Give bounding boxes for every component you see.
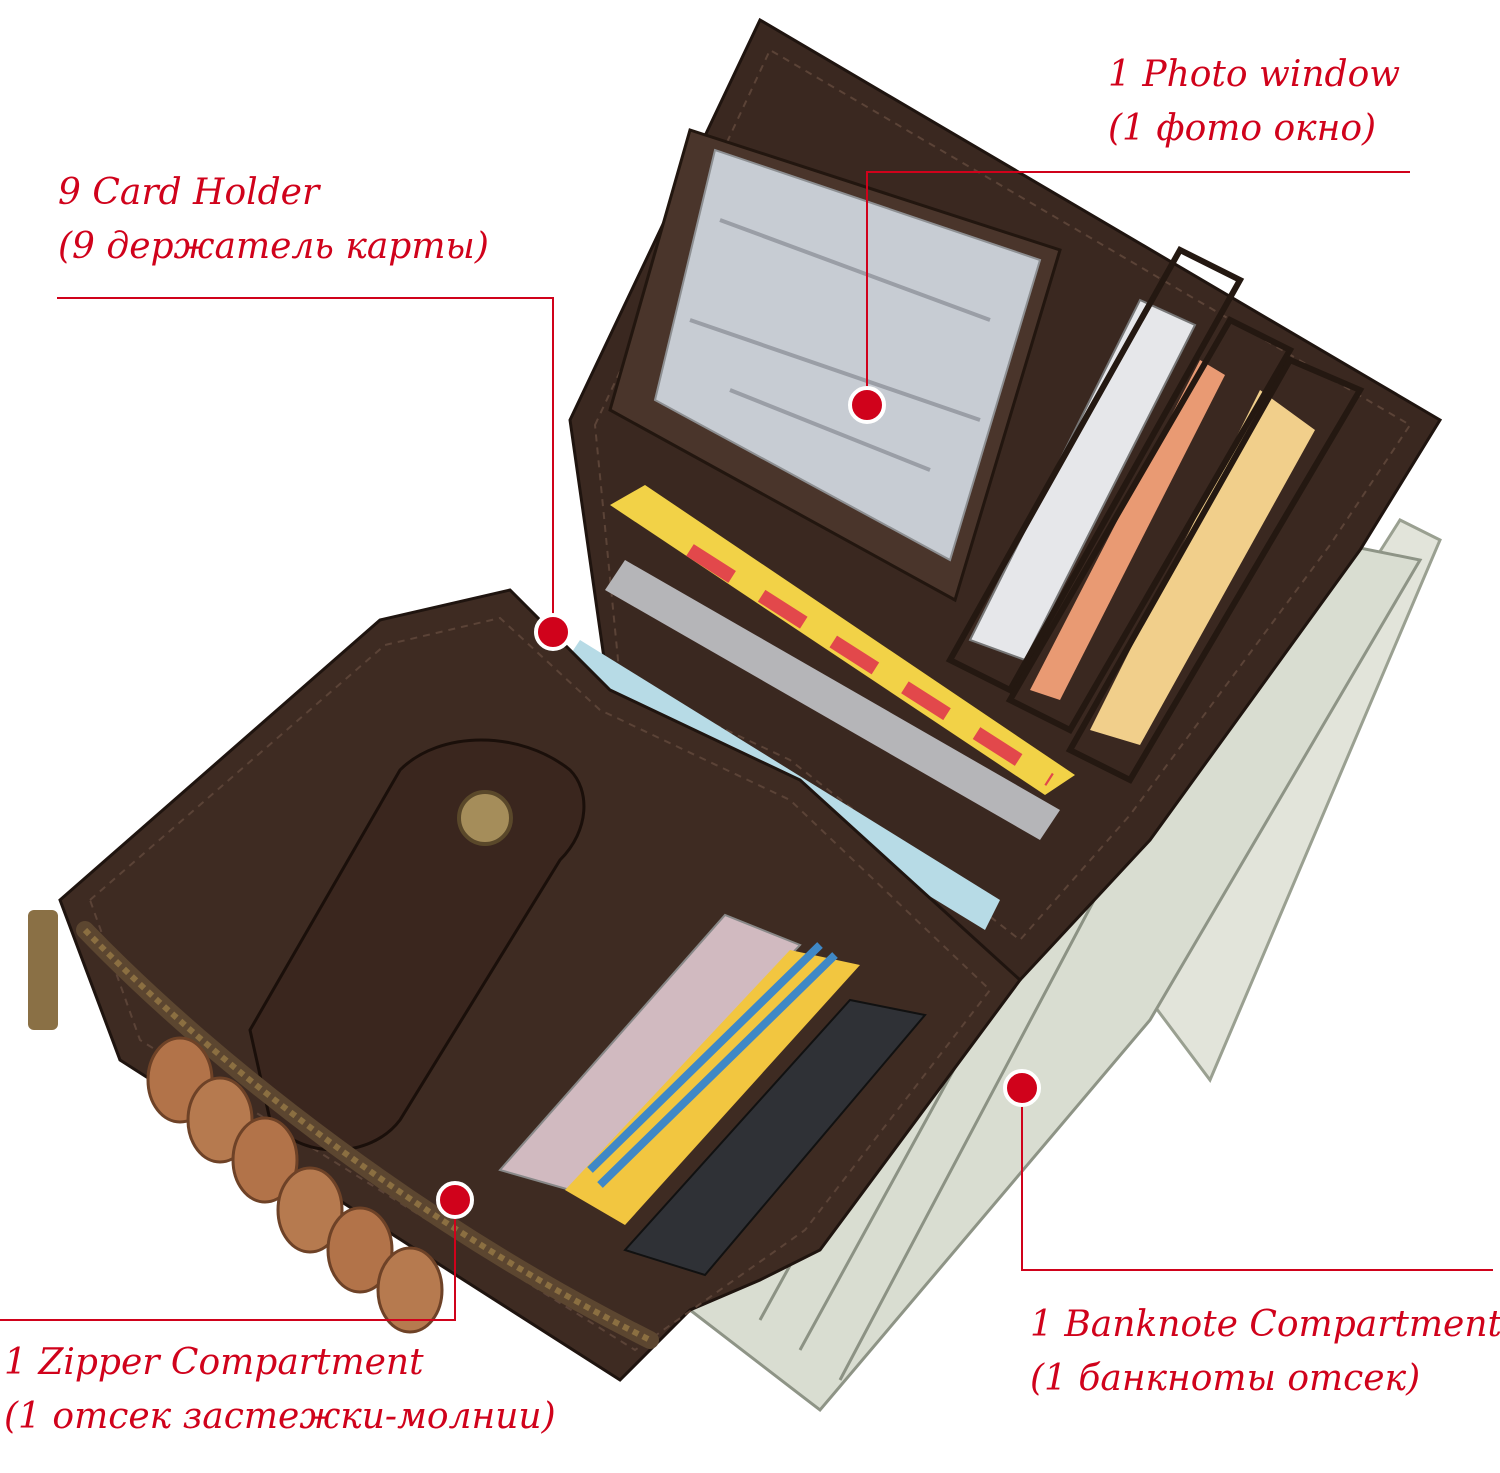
zipper-teeth — [82, 927, 652, 1343]
banknote-dot — [1003, 1069, 1041, 1107]
photo-window-image — [653, 148, 1042, 562]
banknote-label: 1 Banknote Compartment (1 банкноты отсек… — [1030, 1298, 1500, 1406]
banknote-label-ru: (1 банкноты отсек) — [1030, 1358, 1421, 1399]
coins — [146, 1036, 444, 1334]
card-holder-label: 9 Card Holder (9 держатель карты) — [58, 166, 489, 274]
photo-window-label-en: 1 Photo window — [1108, 54, 1401, 95]
card-slots-right — [945, 246, 1365, 784]
zipper-label-ru: (1 отсек застежки-молнии) — [4, 1396, 556, 1437]
wallet-front-stitching — [88, 616, 992, 1352]
zipper-pull — [28, 910, 58, 1030]
zipper-label: 1 Zipper Compartment (1 отсек застежки-м… — [4, 1336, 556, 1444]
callout-dots — [436, 386, 1041, 1219]
zipper-dot — [436, 1181, 474, 1219]
banknote-label-en: 1 Banknote Compartment — [1030, 1304, 1500, 1345]
front-pocket-cards — [498, 913, 927, 1277]
card-holder-dot — [534, 613, 572, 651]
callout-lines — [0, 171, 1493, 1321]
snap-button — [457, 790, 513, 846]
card-holder-label-en: 9 Card Holder — [58, 172, 320, 213]
card-holder-label-ru: (9 держатель карты) — [58, 226, 489, 267]
photo-window-dot — [848, 386, 886, 424]
photo-window-label: 1 Photo window (1 фото окно) — [1108, 48, 1400, 156]
zipper-label-en: 1 Zipper Compartment — [4, 1342, 424, 1383]
photo-window-label-ru: (1 фото окно) — [1108, 108, 1377, 149]
photo-window-detail — [689, 218, 991, 472]
